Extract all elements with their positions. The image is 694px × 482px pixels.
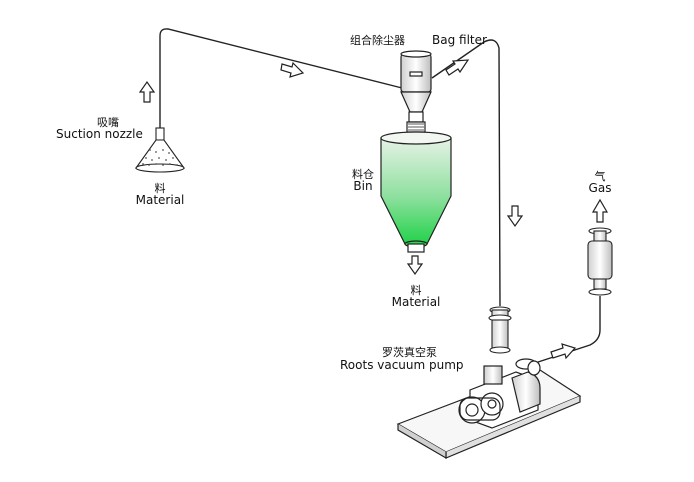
- bin-label-en: Bin: [353, 179, 373, 193]
- arrow-right-icon: [280, 61, 305, 78]
- pump-label-en: Roots vacuum pump: [340, 358, 464, 372]
- bin-icon: [380, 131, 452, 253]
- silencer-icon: [587, 227, 613, 296]
- bag-filter-label-en: Bag filter: [432, 33, 487, 47]
- pump-label-zh: 罗茨真空泵: [382, 346, 437, 359]
- filter-outlet-pipe: [431, 39, 501, 307]
- material-outlet-label-zh: 料: [410, 284, 422, 297]
- arrow-right-icon: [445, 59, 470, 76]
- bag-filter-label-zh: 组合除尘器: [350, 34, 405, 47]
- suction-nozzle-label-zh: 吸嘴: [97, 116, 119, 129]
- arrow-up-icon: [138, 80, 156, 103]
- material-source-label-zh: 料: [154, 182, 166, 195]
- gas-label-zh: 气: [594, 170, 606, 183]
- bag-filter-icon: [400, 50, 432, 133]
- bin-label-zh: 料仓: [352, 168, 374, 181]
- arrow-up-icon: [591, 198, 609, 223]
- gas-label-en: Gas: [588, 181, 612, 195]
- pipeline: [159, 28, 601, 365]
- arrow-right-icon: [550, 343, 577, 360]
- material-outlet-label-en: Material: [391, 295, 441, 309]
- suction-nozzle-label-en: Suction nozzle: [56, 127, 143, 141]
- pump-inlet-connector: [488, 306, 512, 354]
- arrow-down-icon: [506, 205, 524, 228]
- suction-pipe: [159, 28, 403, 130]
- material-source-label-en: Material: [135, 193, 185, 207]
- flow-arrows: [138, 59, 609, 360]
- suction-nozzle-icon: [134, 127, 186, 173]
- pump-outlet-pipe: [531, 296, 601, 365]
- roots-pump-icon: [396, 358, 582, 460]
- arrow-down-icon: [406, 255, 424, 276]
